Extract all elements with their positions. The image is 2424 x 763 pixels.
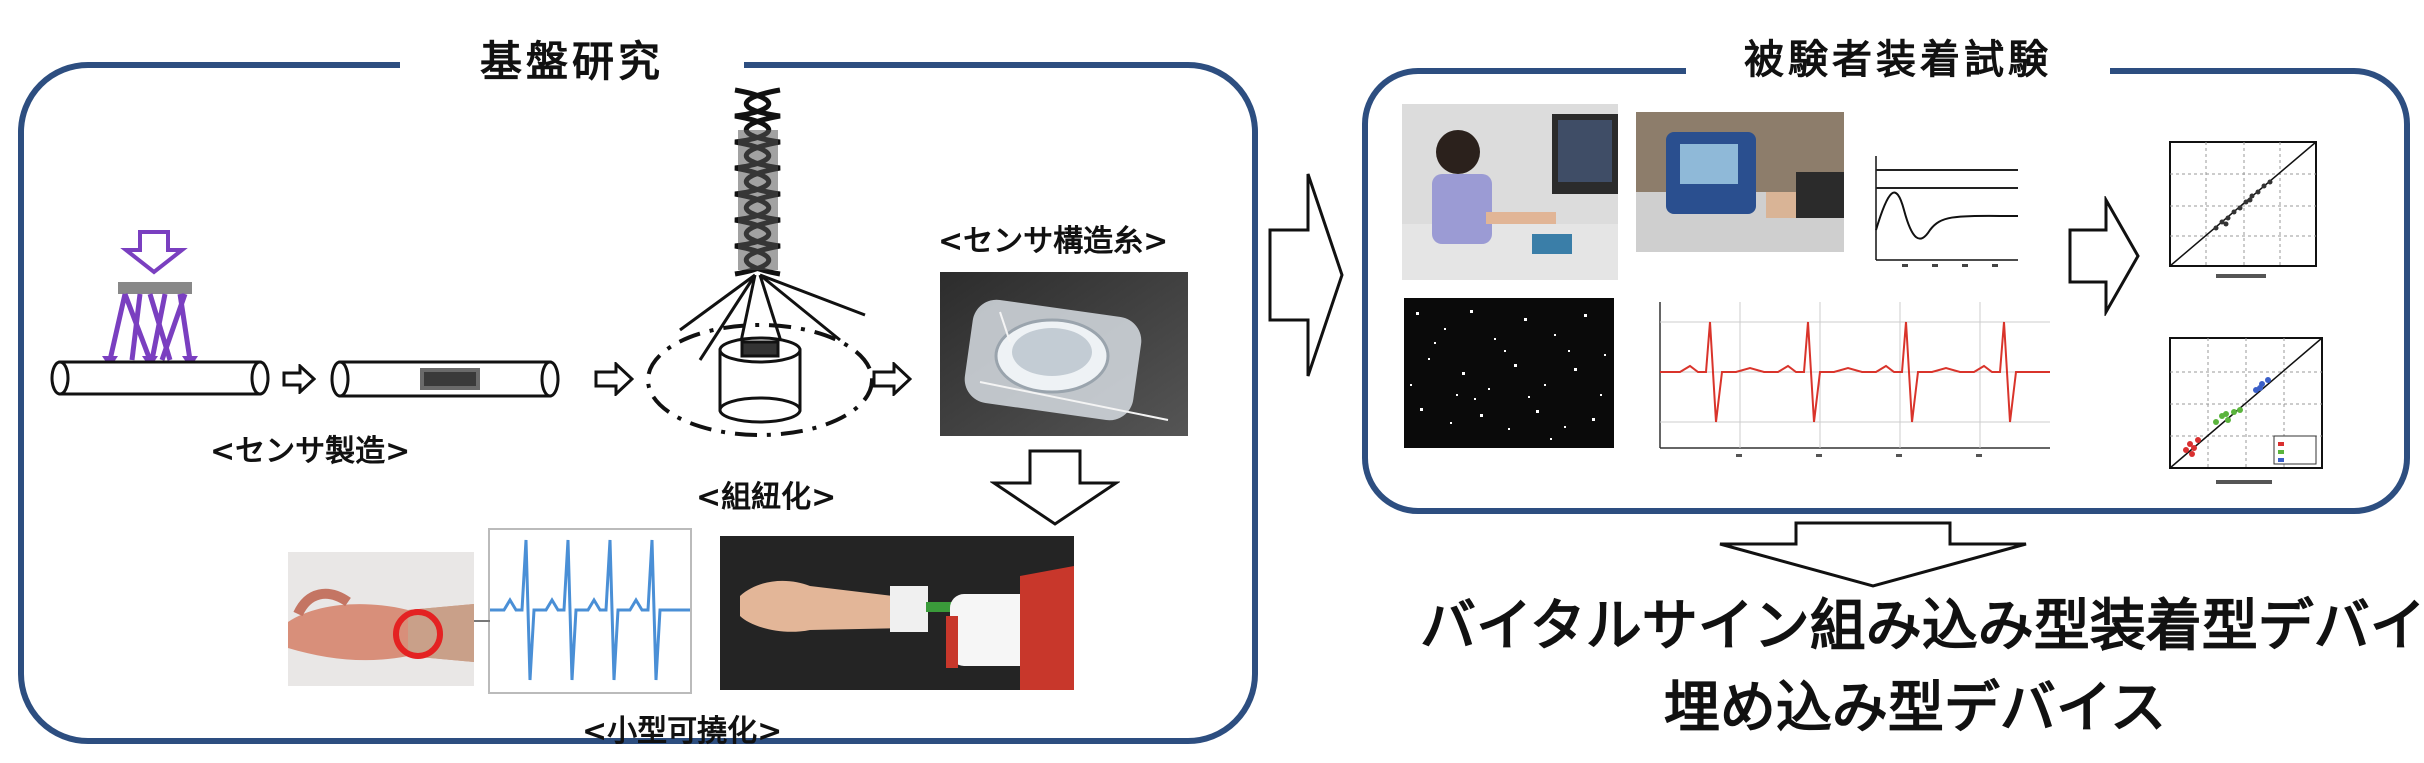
sensor-yarn-caption: <センサ構造糸> xyxy=(938,224,1169,259)
big-right-arrow-icon xyxy=(1266,170,1346,380)
subject-photo-1 xyxy=(1402,104,1618,280)
wrist-sensor-photo xyxy=(288,552,474,686)
subject-trial-title: 被験者装着試験 xyxy=(1686,30,2110,90)
right-arrow-icon xyxy=(2066,194,2142,318)
deposition-rays xyxy=(102,293,198,368)
raw-tube xyxy=(50,360,270,396)
press-plate xyxy=(118,282,192,294)
basic-research-title: 基盤研究 xyxy=(400,32,744,92)
speckle-image xyxy=(1404,298,1614,448)
wearable-device-photo xyxy=(720,536,1074,690)
scatter-plot-1 xyxy=(2156,136,2322,286)
right-arrow-icon xyxy=(594,360,635,398)
subject-photo-2 xyxy=(1636,112,1844,252)
ecg-signal-blue xyxy=(488,528,692,694)
down-arrow-icon xyxy=(1716,520,2030,590)
sensor-fabrication-figure xyxy=(40,220,280,420)
result-line-2: 埋め込み型デバイス xyxy=(1663,676,2167,741)
press-arrow-icon xyxy=(120,230,188,275)
sensor-fabrication-caption: <センサ製造> xyxy=(210,434,411,469)
braiding-caption: <組紐化> xyxy=(696,480,837,515)
right-arrow-icon xyxy=(872,360,913,398)
scatter-plot-2 xyxy=(2156,332,2328,494)
coated-tube-figure xyxy=(320,350,580,410)
braiding-figure xyxy=(640,70,880,440)
down-arrow-icon xyxy=(989,448,1121,528)
result-line-1: バイタルサイン組み込み型装着型デバイス xyxy=(1420,594,2424,659)
right-arrow-icon xyxy=(282,362,317,396)
step-response-plot xyxy=(1862,150,2022,278)
miniaturization-caption: <小型可撓化> xyxy=(582,714,783,749)
waveform-plot xyxy=(1640,292,2052,472)
sensor-yarn-photo xyxy=(940,272,1188,436)
connector-line xyxy=(474,620,490,622)
